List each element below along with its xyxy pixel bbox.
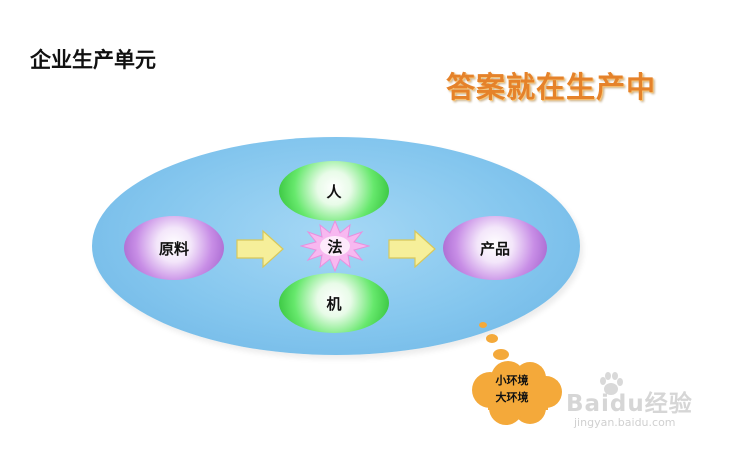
- arrow-right-icon: [388, 229, 436, 269]
- method-star-icon: [300, 220, 370, 272]
- raw-material-node: 原料: [124, 216, 224, 280]
- machine-node: 机: [279, 273, 389, 333]
- watermark-url: jingyan.baidu.com: [574, 416, 676, 429]
- thought-bubble-dot: [486, 334, 498, 343]
- slogan-text: 答案就在生产中: [446, 70, 657, 104]
- method-label: 法: [327, 237, 343, 256]
- people-node: 人: [279, 161, 389, 221]
- machine-label: 机: [326, 294, 342, 313]
- arrow-right-icon: [236, 229, 284, 269]
- small-environment-label: 小环境: [495, 374, 529, 387]
- large-environment-label: 大环境: [495, 391, 529, 404]
- environment-text: 小环境 大环境: [468, 372, 556, 406]
- product-node: 产品: [443, 216, 547, 280]
- thought-cloud-icon: [472, 361, 562, 425]
- raw-material-label: 原料: [158, 239, 189, 258]
- paw-icon: [600, 372, 623, 395]
- page-title: 企业生产单元: [30, 48, 156, 72]
- people-label: 人: [326, 182, 342, 201]
- product-label: 产品: [479, 239, 510, 258]
- thought-bubble-dot: [493, 349, 509, 360]
- watermark-logo: Baidu经验: [566, 391, 693, 417]
- thought-bubble-dot: [479, 322, 487, 328]
